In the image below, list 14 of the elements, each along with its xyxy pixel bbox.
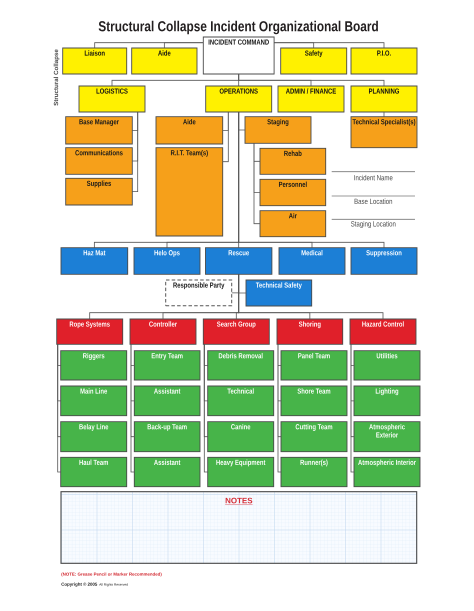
connector-line	[164, 42, 204, 48]
connector-line	[130, 344, 135, 472]
connector-line	[278, 344, 282, 472]
connector-line	[57, 344, 62, 472]
connector-line	[204, 344, 208, 472]
connector-line	[238, 274, 384, 320]
connector-line	[238, 112, 384, 248]
connector-line	[254, 142, 260, 224]
connector-line	[132, 112, 138, 192]
connector-line	[274, 42, 384, 48]
title: Structural Collapse Incident Organizational Board	[98, 20, 378, 34]
connector-line	[350, 344, 354, 472]
connector-line	[222, 112, 229, 162]
connector-line	[238, 74, 384, 86]
